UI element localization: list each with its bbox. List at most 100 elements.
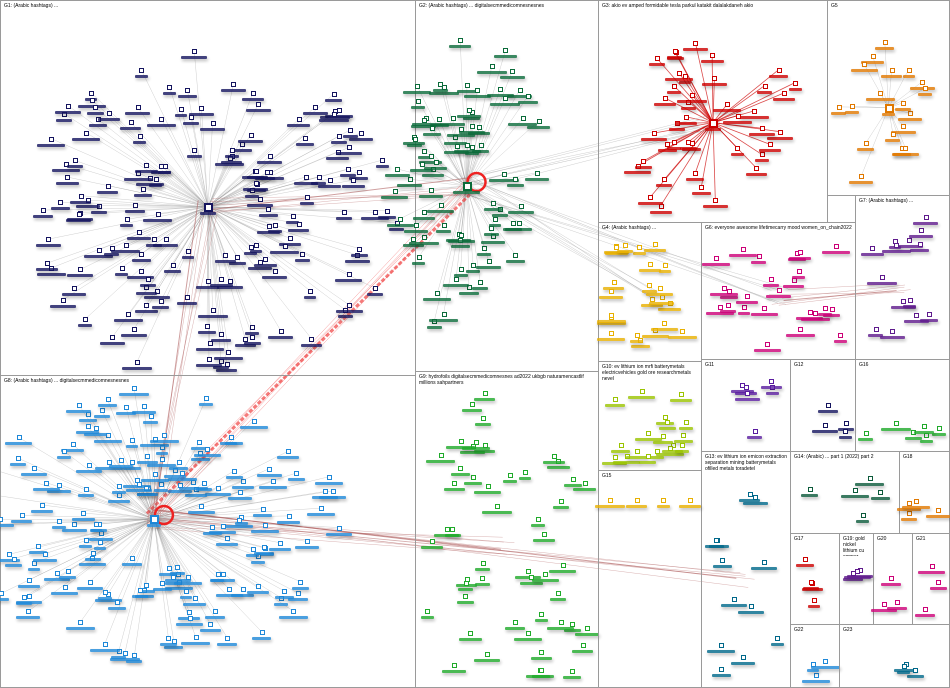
vertex-node[interactable] xyxy=(648,195,654,201)
vertex-node[interactable] xyxy=(31,466,37,472)
vertex-node[interactable] xyxy=(513,177,519,183)
vertex-node[interactable] xyxy=(398,216,404,222)
vertex-node[interactable] xyxy=(471,474,477,480)
vertex-node[interactable] xyxy=(662,263,668,269)
vertex-node[interactable] xyxy=(776,288,782,294)
vertex-node[interactable] xyxy=(136,229,142,235)
vertex-node[interactable] xyxy=(657,285,663,291)
vertex-node[interactable] xyxy=(373,286,379,292)
vertex-node[interactable] xyxy=(291,609,297,615)
vertex-node[interactable] xyxy=(778,129,784,135)
vertex-node[interactable] xyxy=(430,539,436,545)
vertex-node[interactable] xyxy=(57,518,63,524)
vertex-node[interactable] xyxy=(140,186,146,192)
vertex-node[interactable] xyxy=(720,558,726,564)
vertex-node[interactable] xyxy=(523,469,529,475)
vertex-node[interactable] xyxy=(473,439,479,445)
vertex-node[interactable] xyxy=(745,294,751,300)
vertex-node[interactable] xyxy=(843,429,849,435)
vertex-node[interactable] xyxy=(62,585,68,591)
vertex-node[interactable] xyxy=(890,329,896,335)
vertex-node[interactable] xyxy=(752,429,758,435)
vertex-node[interactable] xyxy=(318,506,324,512)
vertex-node[interactable] xyxy=(438,81,444,87)
vertex-node[interactable] xyxy=(843,421,849,427)
vertex-node[interactable] xyxy=(570,621,576,627)
vertex-node[interactable] xyxy=(116,483,122,489)
vertex-node[interactable] xyxy=(793,80,799,86)
vertex-node[interactable] xyxy=(870,54,876,60)
vertex-node[interactable] xyxy=(250,546,256,552)
vertex-node[interactable] xyxy=(137,134,143,140)
vertex-node[interactable] xyxy=(58,200,64,206)
vertex-node[interactable] xyxy=(811,662,817,668)
vertex-node[interactable] xyxy=(204,396,210,402)
vertex-node[interactable] xyxy=(889,575,894,581)
vertex-node[interactable] xyxy=(863,431,869,437)
vertex-node[interactable] xyxy=(485,483,491,489)
vertex-node[interactable] xyxy=(46,237,52,243)
vertex-node[interactable] xyxy=(735,145,741,151)
vertex-node[interactable] xyxy=(93,105,99,111)
vertex-node[interactable] xyxy=(798,327,804,333)
vertex-node[interactable] xyxy=(192,147,198,153)
vertex-node[interactable] xyxy=(663,96,669,102)
vertex-node[interactable] xyxy=(273,222,279,228)
vertex-node[interactable] xyxy=(558,499,564,505)
vertex-node[interactable] xyxy=(48,136,54,142)
vertex-node[interactable] xyxy=(680,328,686,334)
vertex-node[interactable] xyxy=(255,584,261,590)
vertex-node[interactable] xyxy=(102,641,108,647)
vertex-node[interactable] xyxy=(762,305,768,311)
hub-node[interactable] xyxy=(462,182,472,191)
vertex-node[interactable] xyxy=(667,446,673,452)
vertex-node[interactable] xyxy=(295,590,301,596)
vertex-node[interactable] xyxy=(539,612,545,618)
vertex-node[interactable] xyxy=(459,126,465,132)
vertex-node[interactable] xyxy=(480,560,486,566)
vertex-node[interactable] xyxy=(679,443,685,449)
vertex-node[interactable] xyxy=(526,631,532,637)
vertex-node[interactable] xyxy=(167,84,173,90)
vertex-node[interactable] xyxy=(158,482,164,488)
vertex-node[interactable] xyxy=(823,659,829,665)
vertex-node[interactable] xyxy=(608,498,613,503)
vertex-node[interactable] xyxy=(414,83,420,89)
vertex-node[interactable] xyxy=(82,317,88,323)
vertex-node[interactable] xyxy=(438,202,444,208)
vertex-node[interactable] xyxy=(7,552,13,558)
vertex-node[interactable] xyxy=(240,142,246,148)
vertex-node[interactable] xyxy=(142,404,148,409)
vertex-node[interactable] xyxy=(197,440,203,446)
vertex-node[interactable] xyxy=(612,455,618,461)
vertex-node[interactable] xyxy=(331,91,337,97)
vertex-node[interactable] xyxy=(199,105,205,111)
vertex-node[interactable] xyxy=(76,402,82,408)
vertex-node[interactable] xyxy=(61,297,67,303)
vertex-node[interactable] xyxy=(87,463,93,469)
vertex-node[interactable] xyxy=(768,277,774,283)
vertex-node[interactable] xyxy=(205,279,211,285)
vertex-node[interactable] xyxy=(137,588,143,594)
vertex-node[interactable] xyxy=(454,143,460,149)
vertex-node[interactable] xyxy=(243,337,249,343)
vertex-node[interactable] xyxy=(205,323,211,329)
vertex-node[interactable] xyxy=(481,416,487,422)
vertex-node[interactable] xyxy=(494,503,500,509)
vertex-node[interactable] xyxy=(282,243,288,249)
vertex-node[interactable] xyxy=(148,413,154,419)
vertex-node[interactable] xyxy=(936,507,942,513)
vertex-node[interactable] xyxy=(660,433,666,439)
vertex-node[interactable] xyxy=(210,525,216,531)
vertex-node[interactable] xyxy=(923,606,929,612)
vertex-node[interactable] xyxy=(62,449,68,455)
vertex-node[interactable] xyxy=(392,189,398,195)
vertex-node[interactable] xyxy=(825,402,831,408)
vertex-node[interactable] xyxy=(133,202,139,208)
vertex-node[interactable] xyxy=(498,87,504,92)
vertex-node[interactable] xyxy=(762,560,768,566)
vertex-node[interactable] xyxy=(741,304,747,310)
vertex-node[interactable] xyxy=(105,183,111,189)
vertex-node[interactable] xyxy=(44,480,50,486)
vertex-node[interactable] xyxy=(684,420,690,426)
